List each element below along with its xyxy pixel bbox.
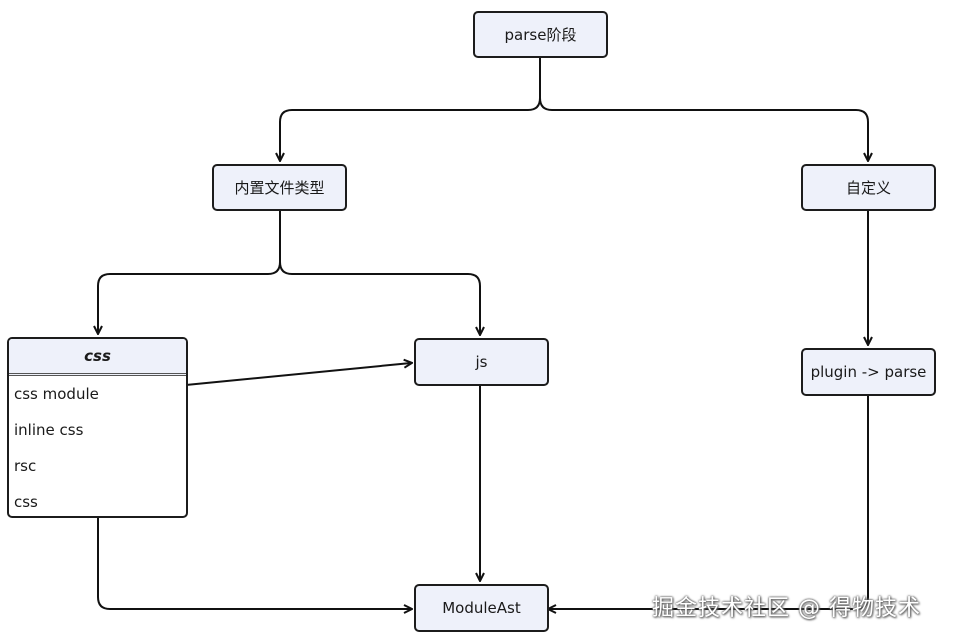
- edge-parse-to-builtin: [280, 58, 541, 160]
- node-builtin-file-types-label: 内置文件类型: [234, 179, 325, 197]
- css-item-inline-css[interactable]: inline css: [14, 421, 84, 439]
- node-plugin-parse[interactable]: plugin -> parse: [801, 348, 936, 396]
- watermark: 掘金技术社区 @ 得物技术: [652, 596, 921, 621]
- node-custom-label: 自定义: [845, 179, 891, 197]
- node-js[interactable]: js: [414, 338, 549, 386]
- edge-builtin-to-css: [98, 211, 281, 333]
- css-item-css[interactable]: css: [14, 493, 38, 511]
- css-group-header: css: [9, 339, 186, 376]
- node-builtin-file-types[interactable]: 内置文件类型: [212, 164, 347, 211]
- css-group-title: css: [84, 347, 111, 365]
- css-item-rsc[interactable]: rsc: [14, 457, 37, 475]
- node-module-ast[interactable]: ModuleAst: [414, 584, 549, 632]
- node-js-label: js: [475, 353, 488, 371]
- node-parse-stage[interactable]: parse阶段: [473, 11, 608, 58]
- css-group-box[interactable]: css css module inline css rsc css: [7, 337, 188, 518]
- edge-plugin-to-moduleast: [549, 396, 869, 609]
- node-plugin-parse-label: plugin -> parse: [810, 363, 927, 381]
- edge-builtin-to-js: [279, 211, 480, 334]
- node-parse-stage-label: parse阶段: [504, 26, 577, 44]
- node-custom[interactable]: 自定义: [801, 164, 936, 211]
- edge-parse-to-custom: [539, 58, 868, 160]
- node-module-ast-label: ModuleAst: [442, 599, 521, 617]
- css-item-css-module[interactable]: css module: [14, 385, 99, 403]
- edge-css-to-moduleast: [97, 518, 411, 609]
